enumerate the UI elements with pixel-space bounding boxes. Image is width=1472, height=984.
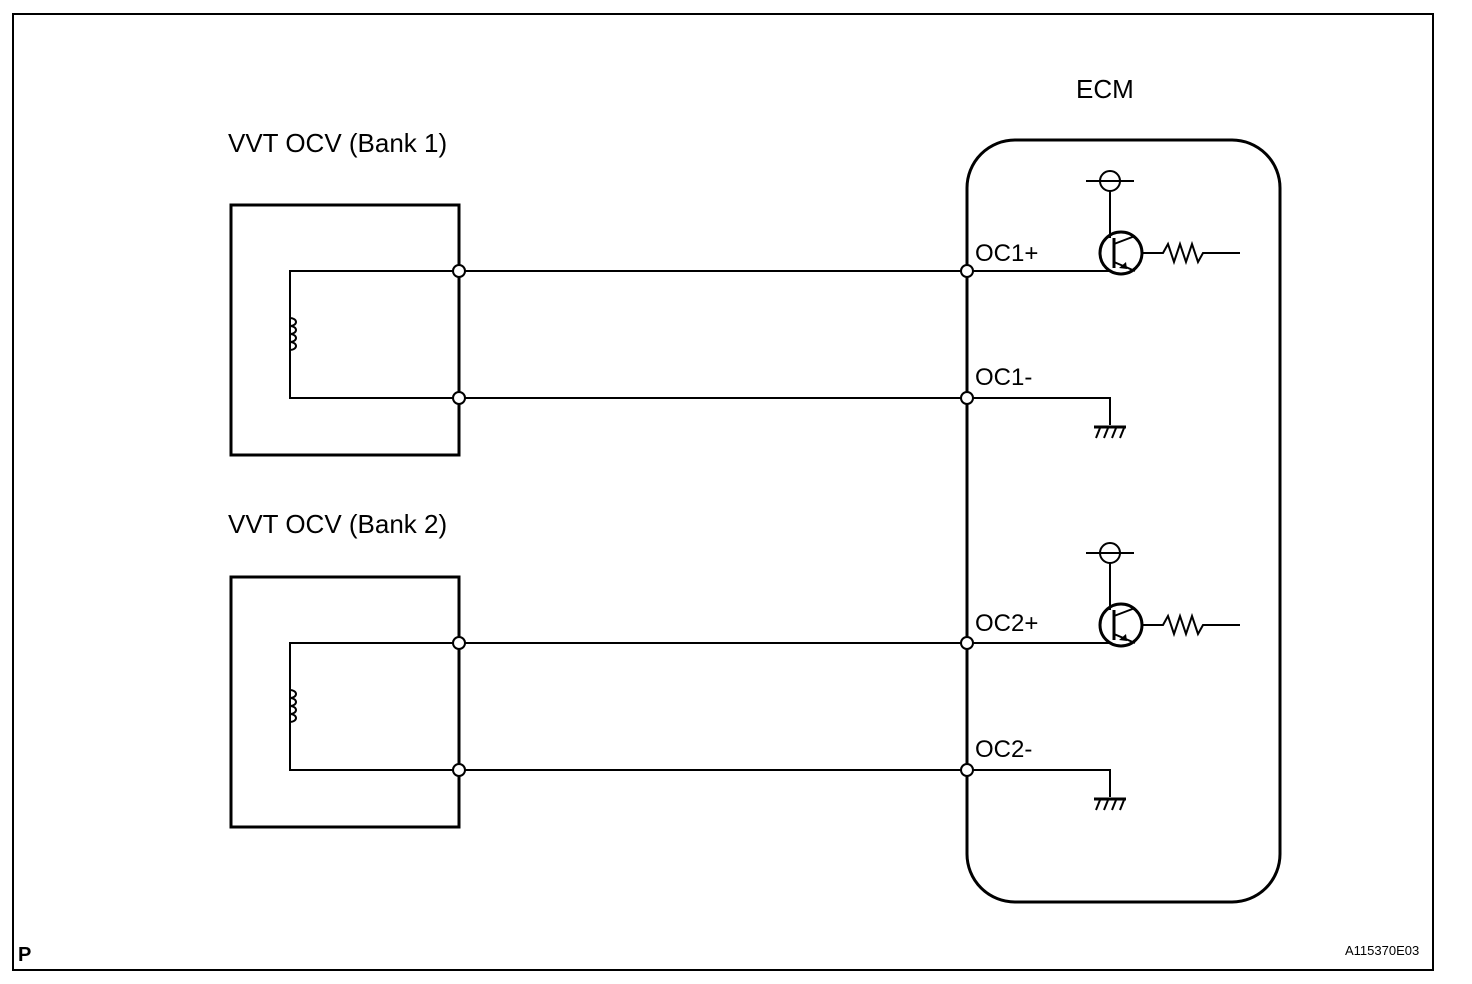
connector-pin-icon — [452, 264, 466, 278]
connector-pin-icon — [960, 264, 974, 278]
pin-label-oc2-plus: OC2+ — [975, 610, 1038, 637]
ground-icon — [1094, 425, 1126, 439]
ecm-box — [965, 138, 1282, 904]
connector-pin-icon — [960, 636, 974, 650]
ecm-label: ECM — [1076, 74, 1134, 104]
ocv-bank1 — [229, 203, 461, 457]
ocv-bank2 — [229, 575, 461, 829]
coil-icon — [289, 689, 297, 724]
ocv-bank2-box — [229, 575, 461, 829]
pin-label-oc1-plus: OC1+ — [975, 240, 1038, 267]
power-source-icon — [1086, 170, 1134, 192]
connector-pin-icon — [452, 636, 466, 650]
figure-reference: A115370E03 — [1345, 943, 1419, 958]
diagram-frame — [12, 13, 1434, 971]
pin-label-oc2-minus: OC2- — [975, 736, 1032, 763]
resistor-icon — [1142, 240, 1240, 266]
power-source-icon — [1086, 542, 1134, 564]
connector-pin-icon — [960, 391, 974, 405]
connector-pin-icon — [452, 763, 466, 777]
connector-pin-icon — [960, 763, 974, 777]
bank1-label: VVT OCV (Bank 1) — [228, 128, 447, 158]
ocv-bank1-box — [229, 203, 461, 457]
ground-icon — [1094, 797, 1126, 811]
corner-mark: P — [18, 944, 31, 966]
npn-transistor-icon — [1098, 190, 1144, 276]
connector-pin-icon — [452, 391, 466, 405]
coil-icon — [289, 317, 297, 352]
pin-label-oc1-minus: OC1- — [975, 364, 1032, 391]
npn-transistor-icon — [1098, 562, 1144, 648]
resistor-icon — [1142, 612, 1240, 638]
bank2-label: VVT OCV (Bank 2) — [228, 509, 447, 539]
